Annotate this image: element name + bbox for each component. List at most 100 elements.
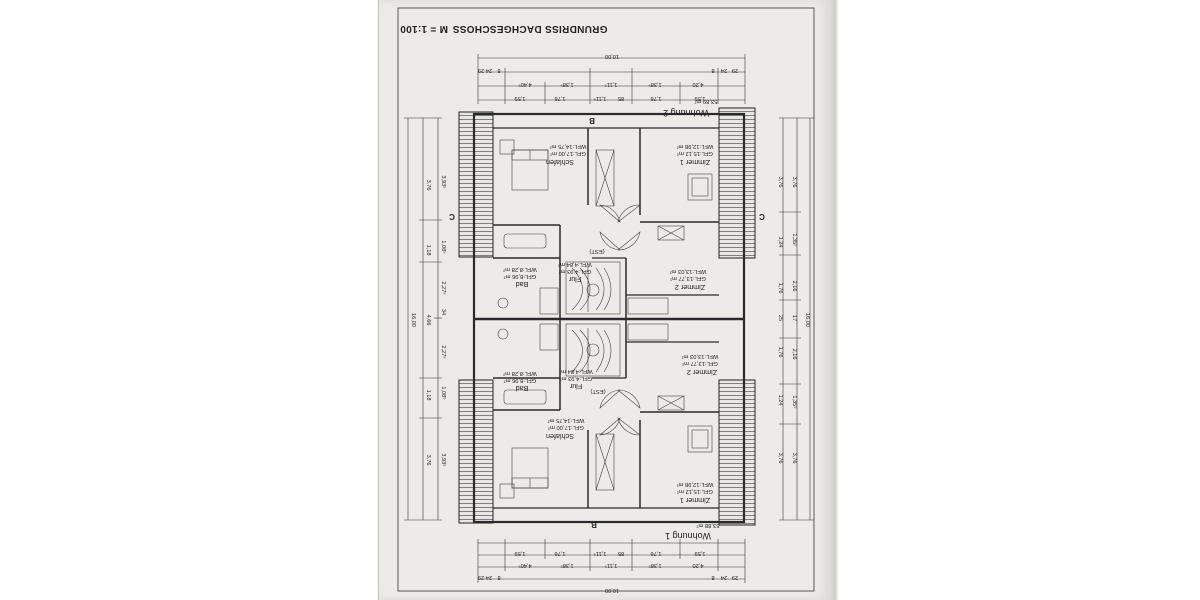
- dim-top-row1-4: 24: [486, 67, 492, 73]
- room-wfl-w2-zimmer2: WFL:13,03 m²: [670, 268, 707, 274]
- dim-left-mid-0: 3,93⁵: [440, 175, 447, 188]
- dim-bottom-row3-3: 1,38⁵: [560, 562, 573, 569]
- roof-hatch-right-top: [718, 107, 756, 259]
- dim-bottom-row3-1: 1,38⁵: [648, 562, 661, 569]
- room-name-w1-flur: Flur: [569, 382, 582, 391]
- dim-top-row3-3: 1,38⁵: [560, 81, 573, 88]
- doors: [599, 204, 641, 436]
- dimension-chain-right: 16,00 3,76 1,24 1,76 25 1,76 1,24 3,76 3…: [777, 117, 814, 521]
- room-name-w1-zimmer1: Zimmer 1: [680, 496, 710, 505]
- room-gfl-w1-zimmer1: GFL:15,12 m²: [677, 488, 713, 494]
- dim-left-outer-3: 1,18: [425, 390, 431, 401]
- dimension-chain-top: 10,00 29 24 8 8 24 29 4,20 1,38⁵ 1,11⁵ 1…: [477, 53, 746, 104]
- staircase-wohnung-1: [565, 323, 621, 377]
- dim-top-row1-5: 29: [478, 67, 484, 73]
- dim-top-row2-1: 1,76: [651, 95, 662, 101]
- room-wfl-w2-schlafen: WFL:14,75 m²: [550, 143, 587, 149]
- dim-right-mid-4: 2,16: [791, 349, 797, 360]
- dim-left-outer-4: 3,76: [425, 455, 431, 466]
- dim-top-row3-0: 4,20: [693, 81, 704, 87]
- dim-bottom-row3-2: 1,11⁵: [605, 562, 618, 569]
- dim-top-row2-3: 1,11⁵: [594, 95, 607, 102]
- dim-left-mid-1: 1,08⁵: [440, 240, 447, 253]
- room-gfl-w1-zimmer2: GFL:13,77 m²: [682, 360, 718, 366]
- room-wfl-w1-flur: WFL:4,84 m²: [559, 368, 593, 374]
- dimension-chain-bottom: 1,59 1,76 85 1,11⁵ 1,76 1,59 4,20 1,38⁵ …: [477, 539, 746, 593]
- section-marker-b-bottom: B: [591, 520, 597, 529]
- room-gfl-w2-zimmer1: GFL:15,12 m²: [677, 150, 713, 156]
- room-wfl-w2-flur: WFL:4,84 m²: [558, 261, 592, 267]
- dim-left-mid-6: 3,93⁵: [440, 453, 447, 466]
- dim-bottom-row2-4: 1,76: [555, 550, 566, 556]
- room-name-w1-bad: Bad: [516, 384, 529, 393]
- dim-right-mid-5: 1,35⁵: [791, 395, 798, 408]
- dim-top-total: 10,00: [605, 53, 619, 59]
- unit-area-w1: 53,88 m²: [696, 522, 719, 528]
- dim-bottom-row3-0: 4,20: [693, 562, 704, 568]
- dim-right-mid-3: 17: [791, 315, 797, 321]
- dim-left-mid-5: 1,08⁵: [440, 386, 447, 399]
- room-est-w2: (EST): [589, 248, 604, 254]
- roof-hatch-right-bottom: [718, 379, 756, 526]
- dim-right-mid-6: 3,76: [791, 453, 797, 464]
- unit-name-w2: Wohnung 2: [663, 108, 709, 118]
- dim-bottom-row2-0: 1,59: [695, 550, 706, 556]
- dim-right-outer-0: 3,76: [777, 177, 783, 188]
- dim-left-outer-1: 1,18: [425, 245, 431, 256]
- dim-bottom-row1-0: 29: [732, 574, 738, 580]
- room-gfl-w1-flur: GFL:4,93 m²: [560, 375, 593, 381]
- dim-top-row1-2: 8: [711, 67, 714, 73]
- roof-hatch-left-top: [458, 111, 494, 258]
- room-name-w2-bad: Bad: [516, 280, 529, 289]
- room-gfl-w2-bad: GFL:8,96 m²: [504, 273, 537, 279]
- dim-right-outer-1: 1,24: [777, 237, 783, 248]
- dim-bottom-row3-4: 4,40⁵: [518, 562, 531, 569]
- dim-left-mid-2: 2,27⁵: [440, 281, 447, 294]
- dim-top-row3-2: 1,11⁵: [605, 81, 618, 88]
- room-wfl-w1-bad: WFL:8,28 m²: [503, 370, 537, 376]
- dim-right-mid-0: 3,76: [791, 177, 797, 188]
- dim-right-mid-2: 2,16: [791, 281, 797, 292]
- dim-bottom-row2-1: 1,76: [651, 550, 662, 556]
- plan-scale: M = 1:100: [400, 23, 448, 34]
- dim-top-row1-0: 29: [732, 67, 738, 73]
- room-wfl-w2-zimmer1: WFL:12,98 m²: [677, 143, 714, 149]
- dim-right-total: 16,00: [804, 313, 810, 327]
- room-wfl-w1-zimmer2: WFL:13,03 m²: [682, 353, 719, 359]
- room-est-w1: (EST): [590, 388, 605, 394]
- dim-left-outer-2: 4,66: [425, 315, 431, 326]
- walls-wohnung-2: [493, 127, 719, 319]
- dim-left-total: 16,00: [410, 313, 416, 327]
- dim-left-mid-4: 2,27⁵: [440, 345, 447, 358]
- dim-top-row2-4: 1,76: [555, 95, 566, 101]
- furniture-wohnung-2: [497, 139, 713, 315]
- room-gfl-w1-bad: GFL:8,96 m²: [504, 377, 537, 383]
- dim-top-row3-1: 1,38⁵: [648, 81, 661, 88]
- room-wfl-w2-bad: WFL:8,28 m²: [503, 266, 537, 272]
- dim-bottom-total: 10,00: [605, 587, 619, 593]
- dim-bottom-row1-3: 8: [497, 574, 500, 580]
- dim-bottom-row2-3: 1,11⁵: [594, 550, 607, 557]
- room-name-w2-zimmer1: Zimmer 1: [680, 158, 710, 167]
- room-gfl-w2-zimmer2: GFL:13,77 m²: [670, 275, 706, 281]
- plan-title: GRUNDRISS DACHGESCHOSS: [452, 23, 607, 34]
- dim-left-mid-3: 34: [440, 309, 446, 315]
- section-marker-c-right: C: [759, 212, 765, 221]
- room-labels-wohnung-2: Zimmer 1 GFL:15,12 m² WFL:12,98 m² Schla…: [503, 143, 713, 292]
- staircase-wohnung-2: [565, 261, 621, 315]
- room-wfl-w1-schlafen: WFL:14,75 m²: [548, 417, 585, 423]
- section-marker-b-top: B: [589, 116, 595, 125]
- dim-right-outer-2: 1,76: [777, 283, 783, 294]
- dim-top-row3-4: 4,40⁵: [518, 81, 531, 88]
- furniture-wohnung-1: [497, 323, 713, 499]
- room-name-w2-zimmer2: Zimmer 2: [675, 283, 705, 292]
- dim-right-outer-3: 25: [777, 315, 783, 321]
- room-wfl-w1-zimmer1: WFL:12,98 m²: [677, 481, 714, 487]
- room-labels-wohnung-1: Zimmer 1 GFL:15,12 m² WFL:12,98 m² Schla…: [503, 353, 718, 505]
- dim-bottom-row1-2: 8: [711, 574, 714, 580]
- section-marker-c-left: C: [449, 212, 455, 221]
- dim-right-outer-4: 1,76: [777, 347, 783, 358]
- dim-right-outer-5: 1,24: [777, 395, 783, 406]
- dim-top-row2-5: 1,59: [515, 95, 526, 101]
- dim-top-row2-0: 1,59: [695, 95, 706, 101]
